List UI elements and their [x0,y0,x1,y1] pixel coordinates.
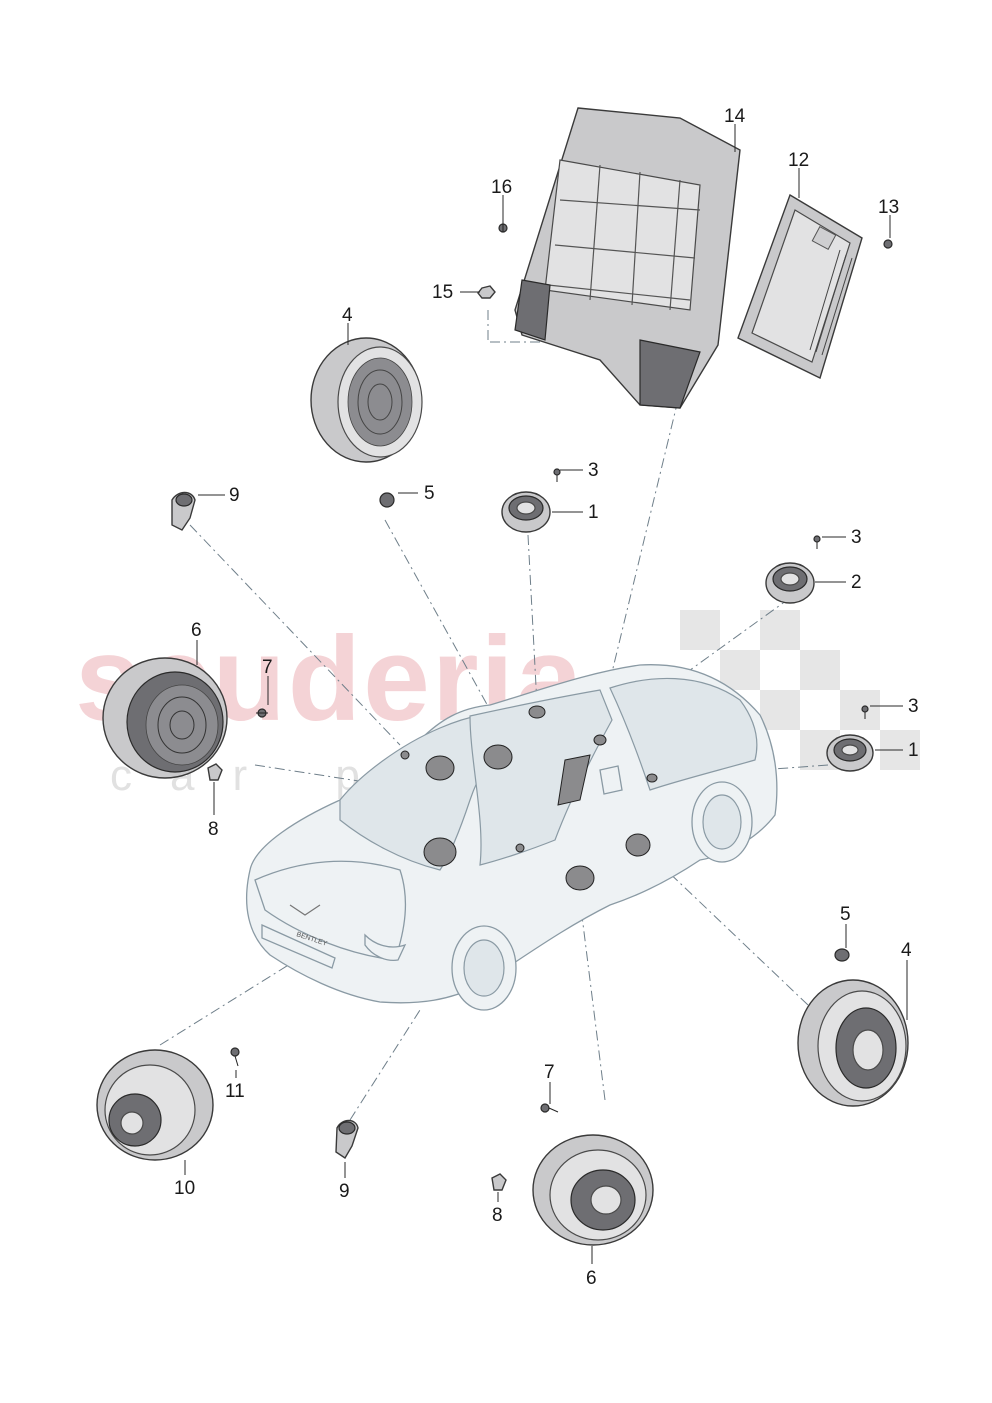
part-8-clip-left [207,763,223,781]
car-convertible: BENTLEY [245,664,778,1011]
callout-13: 13 [878,197,899,218]
car-spot-rear-shelf [425,755,455,781]
part-11-screw [230,1047,240,1067]
callout-7-bottom: 7 [544,1062,555,1083]
callout-labels: 14 12 13 16 15 4 5 3 1 3 2 3 1 9 6 7 8 5… [174,106,919,1289]
part-5-clip-lower [834,948,850,962]
car-spot-tweeter-far [646,773,658,783]
part-3-screw-c [861,705,869,719]
callout-11: 11 [225,1081,245,1102]
car-spot-tweeter-center [528,705,546,719]
callout-14: 14 [724,106,746,127]
callout-15: 15 [432,282,453,303]
car-spot-amplifier [557,754,591,806]
car-spot-door-front [483,744,513,770]
part-7-screw-bottom [540,1103,559,1113]
part-8-clip-bottom [491,1173,507,1191]
callout-3-b: 3 [851,527,862,548]
callout-2: 2 [851,572,862,593]
callout-9-lower: 9 [339,1181,350,1202]
part-4-speaker-upper [310,337,423,463]
part-9-sensor-lower [335,1119,359,1159]
callout-3-c: 3 [908,696,919,717]
callout-5-lower: 5 [840,904,851,925]
callout-16: 16 [491,177,512,198]
part-9-sensor-upper [171,491,196,531]
callout-4-lower: 4 [901,940,912,961]
callout-5-upper: 5 [424,483,435,504]
callout-1-right: 1 [908,740,919,761]
checkered-flag-watermark [680,610,920,770]
callout-9-upper: 9 [229,485,240,506]
car-spot-rear-left [423,837,457,867]
callout-7-left: 7 [262,657,273,678]
part-3-screw-b [813,535,821,549]
part-2-tweeter [765,562,815,604]
car-spot-tweeter-right [593,734,607,746]
callout-12: 12 [788,150,809,171]
part-1-tweeter-right [826,734,874,772]
part-16-screw [498,222,508,233]
part-6-speaker-left [102,657,228,779]
part-10-speaker [96,1049,214,1161]
part-1-tweeter-upper [501,491,551,533]
part-6-speaker-bottom [532,1134,654,1246]
callout-4-upper: 4 [342,305,353,326]
leader-lines [184,124,908,1264]
callout-8-left: 8 [208,819,219,840]
callout-3-a: 3 [588,460,599,481]
part-13-screw [883,239,893,249]
part-12-amplifier [737,193,863,379]
part-14-bracket [514,107,741,409]
callout-6-bottom: 6 [586,1268,597,1289]
car-spot-door-rear [625,833,651,857]
callout-8-bottom: 8 [492,1205,503,1226]
car-spot-door-lower [565,865,595,891]
part-5-clip-upper [379,492,395,508]
part-15-nut [477,285,496,299]
part-7-screw-left [256,708,268,718]
callout-6-left: 6 [191,620,202,641]
callout-1-upper: 1 [588,502,599,523]
callout-10: 10 [174,1178,195,1199]
part-4-speaker-lower [797,979,909,1107]
part-3-screw-a [553,468,561,482]
